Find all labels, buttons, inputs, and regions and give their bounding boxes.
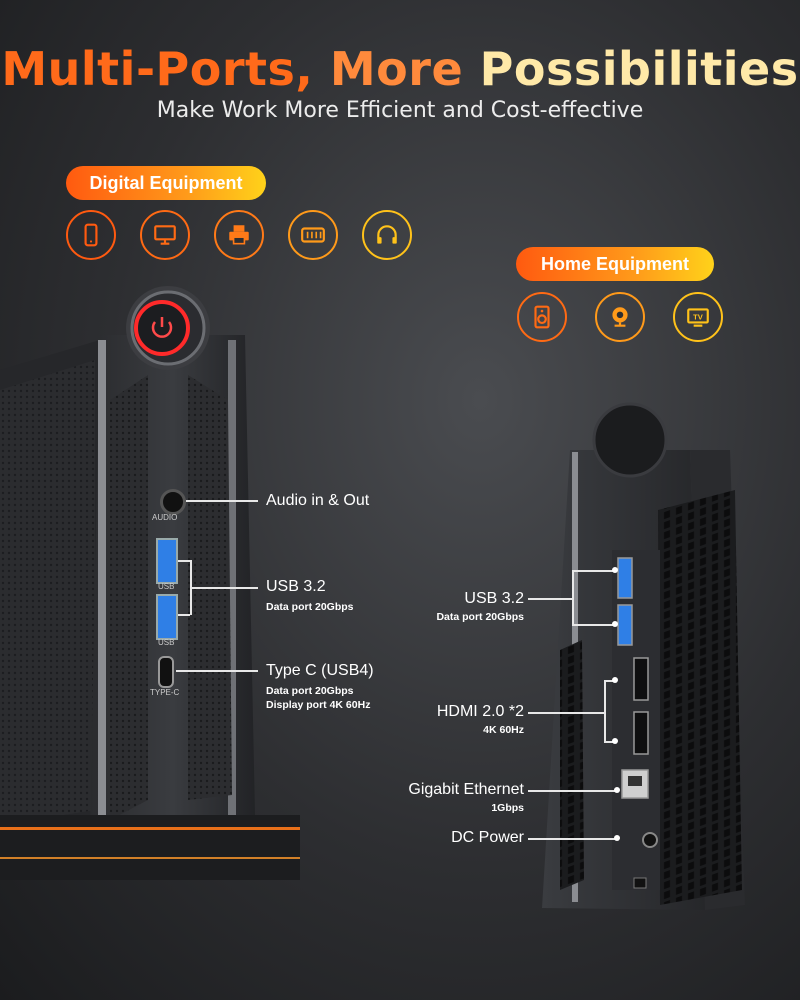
page-title: Multi-Ports, More Possibilities bbox=[1, 42, 799, 96]
speaker-icon bbox=[517, 292, 567, 342]
rear-usb-sub: Data port 20Gbps bbox=[436, 611, 524, 623]
phone-icon bbox=[66, 210, 116, 260]
svg-text:TV: TV bbox=[693, 313, 703, 322]
home-equipment-badge: Home Equipment bbox=[516, 247, 714, 281]
monitor-icon bbox=[140, 210, 190, 260]
typec-sub-2: Display port 4K 60Hz bbox=[266, 699, 371, 711]
rear-hdmi-callout bbox=[528, 712, 604, 714]
console-icon bbox=[288, 210, 338, 260]
usb-port-1 bbox=[156, 538, 178, 584]
typec-sub-1: Data port 20Gbps bbox=[266, 685, 354, 697]
page-subtitle: Make Work More Efficient and Cost-effect… bbox=[156, 98, 644, 123]
rear-ethernet-callout bbox=[528, 790, 616, 792]
usb-callout-line-2 bbox=[178, 614, 190, 616]
rear-usb-vertical bbox=[572, 570, 574, 625]
audio-callout-line bbox=[186, 500, 258, 502]
rear-hdmi-sub: 4K 60Hz bbox=[483, 724, 524, 736]
typec-port bbox=[158, 656, 174, 688]
rear-usb-dot-1 bbox=[612, 567, 618, 573]
digital-equipment-badge: Digital Equipment bbox=[66, 166, 266, 200]
rear-dc-dot bbox=[614, 835, 620, 841]
printer-icon bbox=[214, 210, 264, 260]
rear-hdmi-vertical bbox=[604, 680, 606, 742]
rear-usb-branch-1 bbox=[572, 570, 614, 572]
webcam-icon bbox=[595, 292, 645, 342]
rear-hdmi-dot-1 bbox=[612, 677, 618, 683]
tv-icon: TV bbox=[673, 292, 723, 342]
typec-port-label: TYPE-C bbox=[150, 688, 180, 697]
front-device bbox=[0, 286, 300, 880]
rear-hdmi-branch-1 bbox=[604, 680, 614, 682]
usb-port-2-label: USB bbox=[158, 638, 175, 647]
audio-label: Audio in & Out bbox=[266, 492, 370, 509]
rear-usb-callout bbox=[528, 598, 572, 600]
usb-callout-line-1 bbox=[178, 560, 190, 562]
rear-ethernet-dot bbox=[614, 787, 620, 793]
typec-callout-line bbox=[176, 670, 258, 672]
rear-usb-branch-2 bbox=[572, 624, 614, 626]
usb-front-sub: Data port 20Gbps bbox=[266, 601, 354, 613]
audio-jack bbox=[160, 489, 186, 515]
usb-callout-main bbox=[190, 587, 258, 589]
audio-port-label: AUDIO bbox=[152, 513, 178, 522]
rear-hdmi-branch-2 bbox=[604, 741, 614, 743]
rear-usb-label: USB 3.2 bbox=[464, 590, 524, 607]
rear-device bbox=[542, 402, 745, 910]
rear-dc-callout bbox=[528, 838, 616, 840]
rear-usb-dot-2 bbox=[612, 621, 618, 627]
rear-ethernet-label: Gigabit Ethernet bbox=[408, 781, 524, 798]
rear-hdmi-dot-2 bbox=[612, 738, 618, 744]
home-icons-row: TV bbox=[517, 292, 723, 342]
rear-dc-label: DC Power bbox=[451, 829, 524, 846]
typec-label: Type C (USB4) bbox=[266, 662, 374, 679]
digital-icons-row bbox=[66, 210, 412, 260]
rear-ethernet-sub: 1Gbps bbox=[491, 802, 524, 814]
headphones-icon bbox=[362, 210, 412, 260]
usb-port-2 bbox=[156, 594, 178, 640]
usb-port-1-label: USB bbox=[158, 582, 175, 591]
usb-front-label: USB 3.2 bbox=[266, 578, 326, 595]
rear-hdmi-label: HDMI 2.0 *2 bbox=[436, 703, 524, 720]
